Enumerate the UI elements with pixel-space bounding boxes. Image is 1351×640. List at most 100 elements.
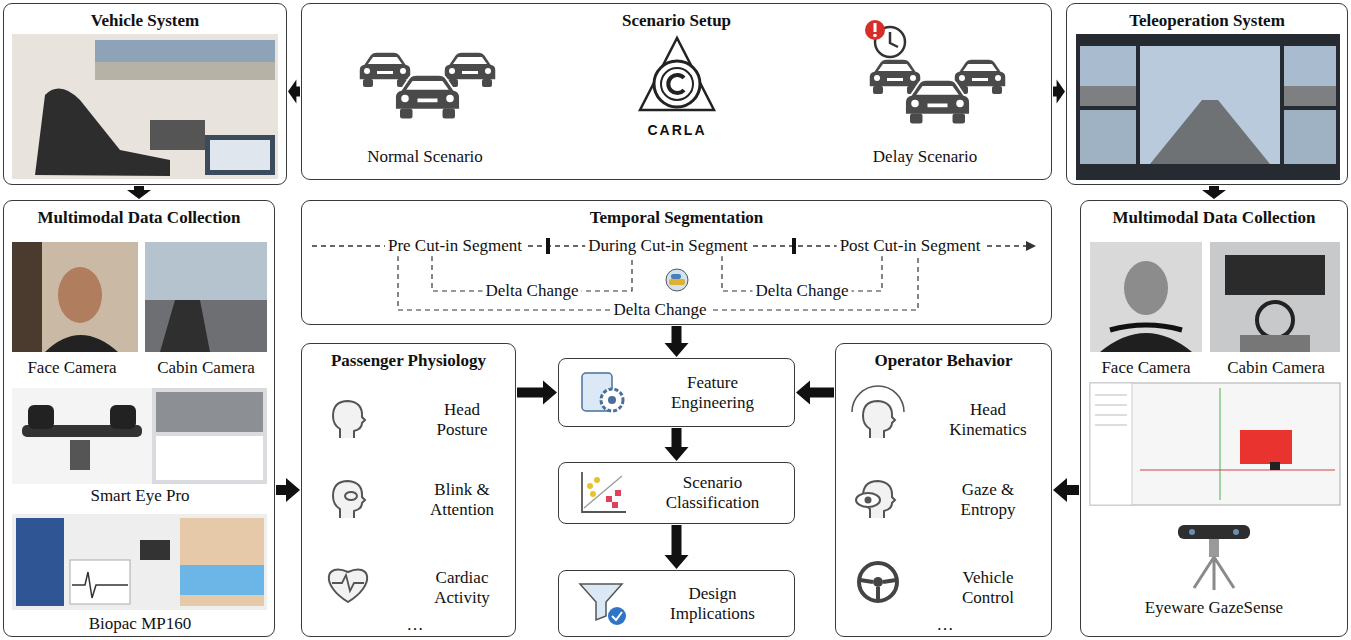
biopac-photo xyxy=(140,540,170,560)
gaze-software-screenshot xyxy=(1270,462,1280,470)
scenario-classification-icon xyxy=(582,472,626,512)
scenario-classification-icon xyxy=(612,502,618,508)
smart-eye-pro-photo xyxy=(110,405,136,429)
left-face-camera-photo xyxy=(45,335,118,352)
box-title: Scenario Setup xyxy=(302,11,1051,31)
teleoperation-screen xyxy=(1284,46,1336,106)
process-box: Design Implications xyxy=(558,570,795,637)
right-face-camera-photo xyxy=(1090,242,1202,352)
text-label: Delta Change xyxy=(753,281,852,301)
biopac-photo xyxy=(12,514,267,610)
left-cabin-camera-photo xyxy=(145,242,267,352)
box-title: Teleoperation System xyxy=(1067,11,1347,31)
text-label: Cardiac Activity xyxy=(420,568,504,607)
left-face-camera-photo xyxy=(12,242,138,352)
gazesense-device-photo xyxy=(1178,525,1250,539)
biopac-photo xyxy=(180,565,264,595)
box-title: Design Implications xyxy=(650,584,775,623)
vehicle-photo xyxy=(12,34,278,179)
vehicle-photo xyxy=(35,89,170,176)
vehicle-photo xyxy=(150,120,205,150)
process-box: Scenario Classification xyxy=(558,462,795,524)
teleoperation-screen xyxy=(1150,100,1270,164)
vehicle-photo xyxy=(205,135,275,175)
scenario-classification-icon xyxy=(590,491,596,497)
gaze-software-screenshot xyxy=(1090,383,1340,505)
passenger-icons xyxy=(329,570,367,602)
panel-box: Teleoperation System xyxy=(1066,3,1348,185)
scenario-classification-icon xyxy=(615,490,621,496)
text-label: Gaze & Entropy xyxy=(946,480,1030,519)
panel-box: Operator Behavior xyxy=(835,343,1052,637)
text-label: Pre Cut-in Segment xyxy=(385,236,525,256)
feature-engineering-icon xyxy=(608,396,616,404)
text-label: Smart Eye Pro xyxy=(90,486,189,506)
operator-icons xyxy=(873,577,883,587)
smart-eye-pro-photo xyxy=(12,388,152,484)
carla-logo xyxy=(654,61,700,107)
flow-arrow xyxy=(288,80,300,104)
text-label: During Cut-in Segment xyxy=(585,236,751,256)
passenger-icons xyxy=(329,401,367,602)
normal-scenario-cars xyxy=(359,52,496,119)
teleoperation-screen xyxy=(1080,86,1136,106)
right-face-camera-photo xyxy=(1110,325,1182,330)
smart-eye-pro-photo xyxy=(28,405,54,429)
passenger-icons xyxy=(333,481,365,518)
right-face-camera-photo xyxy=(1100,333,1192,352)
delay-scenario-cars xyxy=(865,20,885,40)
delay-scenario-cars xyxy=(905,80,970,124)
right-face-camera-photo xyxy=(1090,242,1202,352)
left-cabin-camera-photo xyxy=(160,300,210,352)
gazesense-device-photo xyxy=(1194,557,1234,590)
gaze-software-screenshot xyxy=(1140,470,1335,471)
flow-arrow xyxy=(796,381,834,405)
text-label: Cabin Camera xyxy=(157,358,255,378)
smart-eye-pro-photo xyxy=(70,440,90,470)
left-cabin-camera-photo xyxy=(145,300,267,352)
box-title: Multimodal Data Collection xyxy=(4,208,274,228)
timeline xyxy=(546,238,550,254)
carla-logo xyxy=(661,68,693,100)
biopac-photo xyxy=(180,518,264,606)
text-label: Delay Scenario xyxy=(873,147,977,167)
gazesense-device-photo xyxy=(1209,539,1219,557)
gaze-software-screenshot xyxy=(1095,405,1127,406)
gaze-software-screenshot xyxy=(1240,430,1292,464)
text-label: Head Kinematics xyxy=(940,400,1036,439)
operator-icons xyxy=(856,493,880,507)
flow-arrow xyxy=(517,381,557,405)
smart-eye-pro-photo xyxy=(12,388,267,484)
carla-logo xyxy=(668,75,684,93)
text-label: Face Camera xyxy=(27,358,116,378)
delay-scenario-cars xyxy=(890,32,898,47)
flow-arrow xyxy=(665,326,689,357)
box-title: Passenger Physiology xyxy=(302,351,515,371)
operator-icons xyxy=(860,580,896,600)
teleoperation-screen xyxy=(1080,46,1136,106)
box-title: Operator Behavior xyxy=(836,351,1051,371)
gaze-software-screenshot xyxy=(1090,383,1132,505)
text-label: Post Cut-in Segment xyxy=(837,236,984,256)
teleoperation-screen xyxy=(1076,34,1340,180)
right-cabin-camera-photo xyxy=(1225,255,1325,295)
timeline xyxy=(671,274,681,279)
smart-eye-pro-photo xyxy=(156,436,263,480)
design-implications-icon xyxy=(580,584,626,625)
box-title: Multimodal Data Collection xyxy=(1081,208,1347,228)
left-cabin-camera-photo xyxy=(145,242,267,352)
right-cabin-camera-photo xyxy=(1257,302,1293,338)
gaze-software-screenshot xyxy=(1095,425,1127,426)
text-label: … xyxy=(407,615,424,635)
timeline xyxy=(792,238,796,254)
text-label: Delta Change xyxy=(483,281,582,301)
text-label: Cabin Camera xyxy=(1227,358,1325,378)
timeline xyxy=(669,279,685,285)
biopac-photo xyxy=(72,572,128,598)
text-label: Face Camera xyxy=(1101,358,1190,378)
process-box: Feature Engineering xyxy=(558,358,795,427)
operator-icons xyxy=(852,386,904,412)
right-cabin-camera-photo xyxy=(1210,242,1340,352)
teleoperation-screen xyxy=(1284,86,1336,106)
gaze-software-screenshot xyxy=(1090,383,1340,505)
